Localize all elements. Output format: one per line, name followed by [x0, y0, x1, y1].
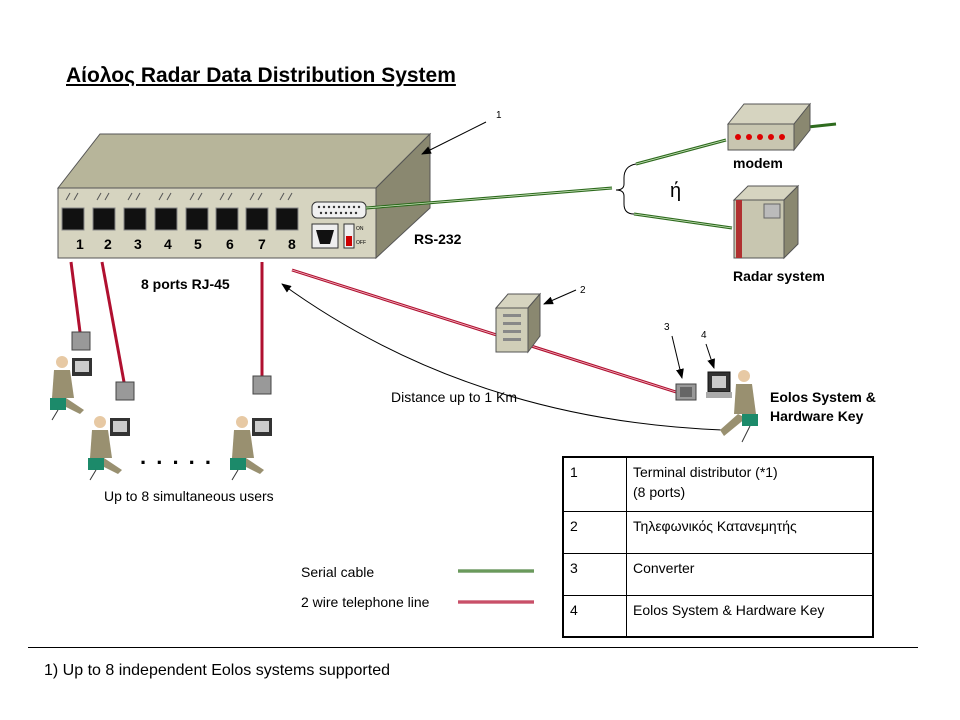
eolos-label-line1: Eolos System &	[770, 389, 876, 405]
modem-device	[726, 102, 812, 152]
user-workstation-1	[50, 356, 92, 421]
table-cell-desc-line1: Terminal distributor (*1)	[633, 464, 778, 480]
table-row: 2 Τηλεφωνικός Κατανεμητής	[562, 510, 874, 554]
footer-divider	[28, 647, 918, 648]
radar-cable	[633, 212, 733, 230]
table-row: 4 Eolos System & Hardware Key	[562, 594, 874, 638]
ports-label: 8 ports RJ-45	[141, 276, 230, 292]
table-cell-desc: Converter	[626, 552, 874, 596]
port-number: 2	[104, 236, 112, 252]
table-cell-num: 3	[562, 552, 627, 596]
port-number: 5	[194, 236, 202, 252]
wall-jacks	[71, 331, 272, 401]
legend-serial-label: Serial cable	[301, 564, 375, 580]
callout-4-label: 4	[701, 330, 707, 341]
radar-system-computer	[732, 184, 800, 260]
rj45-ports	[61, 207, 299, 231]
radar-label: Radar system	[733, 268, 825, 284]
footnote: 1) Up to 8 independent Eolos systems sup…	[44, 662, 390, 679]
port-number: 1	[76, 236, 84, 252]
switch-on-label: ON	[356, 226, 364, 232]
converter-device	[675, 383, 697, 401]
distance-arrow	[281, 283, 723, 431]
callout-1-arrow	[421, 121, 487, 155]
rs232-cable	[365, 186, 613, 210]
legend-telephone-label: 2 wire telephone line	[301, 594, 430, 610]
table-cell-num: 1	[562, 456, 627, 512]
user-workstation-8	[230, 416, 272, 481]
eolos-user-workstation	[706, 370, 758, 443]
port-number: 7	[258, 236, 266, 252]
table-row: 3 Converter	[562, 552, 874, 596]
callout-3-label: 3	[664, 322, 670, 333]
callout-2-label: 2	[580, 285, 586, 296]
table-cell-desc: Terminal distributor (*1) (8 ports)	[626, 456, 874, 512]
user-workstation-2	[88, 416, 130, 481]
port-number: 4	[164, 236, 172, 252]
rs232-label: RS-232	[414, 231, 462, 247]
table-cell-desc: Τηλεφωνικός Κατανεμητής	[626, 510, 874, 554]
users-ellipsis: . . . . .	[140, 444, 214, 469]
port-number: 6	[226, 236, 234, 252]
port-number: 3	[134, 236, 142, 252]
db25-connector	[311, 201, 367, 219]
users-label: Up to 8 simultaneous users	[104, 488, 274, 504]
modem-cable	[635, 122, 837, 166]
user-cables	[69, 261, 264, 383]
terminal-distributor	[56, 132, 432, 260]
table-cell-num: 2	[562, 510, 627, 554]
brace	[615, 163, 637, 215]
table-cell-num: 4	[562, 594, 627, 638]
switch-off-label: OFF	[356, 240, 366, 246]
modem-label: modem	[733, 155, 783, 171]
table-row: 1 Terminal distributor (*1) (8 ports)	[562, 456, 874, 512]
distance-label: Distance up to 1 Km	[391, 389, 518, 405]
callout-1-label: 1	[496, 110, 502, 121]
telephone-line-main	[291, 268, 677, 394]
callout-4-arrow	[705, 343, 715, 369]
table-cell-desc: Eolos System & Hardware Key	[626, 594, 874, 638]
telephone-distributor	[494, 292, 542, 354]
callout-3-arrow	[671, 335, 684, 379]
eolos-label-line2: Hardware Key	[770, 408, 864, 424]
component-table: 1 Terminal distributor (*1) (8 ports) 2 …	[562, 456, 874, 638]
callout-2-arrow	[543, 289, 577, 305]
page-title: Αίολος Radar Data Distribution System	[66, 64, 456, 87]
table-cell-desc-line2: (8 ports)	[633, 484, 686, 500]
port-number: 8	[288, 236, 296, 252]
or-symbol: ή	[670, 180, 682, 202]
